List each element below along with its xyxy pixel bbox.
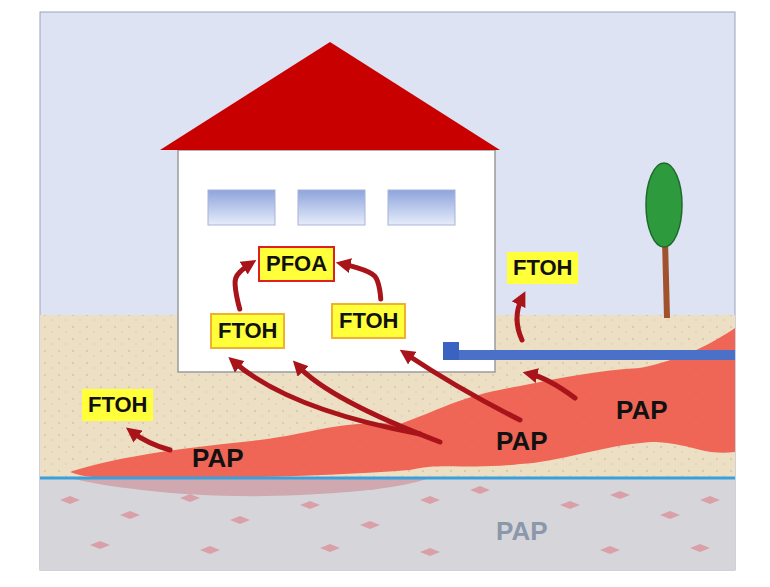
transformation-arrow [235, 264, 250, 309]
compound-label: PAP [616, 396, 668, 425]
compound-name: FTOH [513, 256, 572, 280]
compound-label: PAP [192, 444, 244, 473]
sky [40, 12, 735, 570]
compound-label: PAP [496, 517, 548, 546]
compound-box: FTOH [82, 389, 153, 421]
house-body [178, 150, 495, 372]
window [208, 190, 275, 225]
tree-trunk [662, 240, 670, 318]
compound-box: FTOH [331, 303, 406, 339]
window [388, 190, 455, 225]
dissolved-specks [60, 486, 720, 556]
compound-name: PFOA [266, 252, 327, 276]
window [298, 190, 365, 225]
transformation-arrow [343, 264, 381, 299]
pipe-fitting [443, 342, 459, 360]
aquifer [40, 478, 735, 570]
compound-label: PAP [496, 427, 548, 456]
tree-crown [646, 163, 682, 247]
compound-name: FTOH [339, 309, 398, 333]
plume-below-water-table [70, 478, 430, 496]
roof [160, 42, 500, 150]
compound-name: FTOH [88, 393, 147, 417]
pipe [459, 350, 735, 360]
compound-box: FTOH [210, 313, 285, 349]
compound-box: FTOH [507, 252, 578, 284]
compound-box: PFOA [258, 246, 335, 282]
water-table [40, 477, 735, 480]
compound-name: FTOH [218, 319, 277, 343]
